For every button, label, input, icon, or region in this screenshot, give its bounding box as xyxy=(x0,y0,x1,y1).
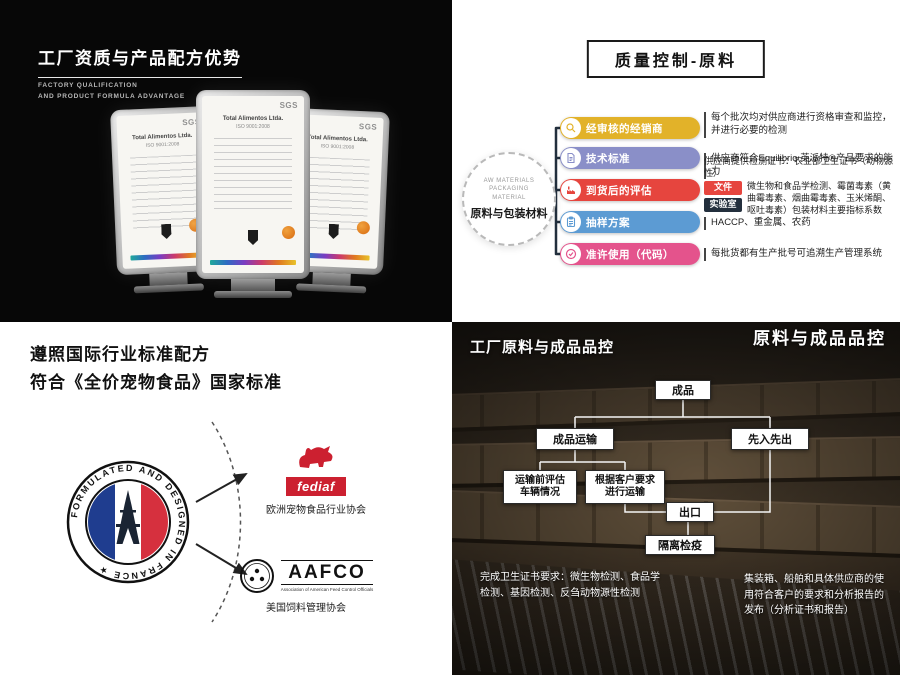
eiffel-tower-icon xyxy=(116,490,140,544)
fediaf-caption: 欧洲宠物食品行业协会 xyxy=(266,505,366,516)
fediaf-dog-icon xyxy=(299,446,333,468)
certificate-stands: SGS Total Alimentos Ltda. ISO 9001:2008 … xyxy=(110,90,392,304)
magnifier-icon xyxy=(561,118,581,138)
certificate-ribbon-icon xyxy=(161,224,172,239)
fediaf-logo: fediaf 欧洲宠物食品行业协会 xyxy=(258,442,374,516)
factory-icon xyxy=(561,180,581,200)
check-badge-icon xyxy=(561,244,581,264)
sgs-logo: SGS xyxy=(358,121,378,132)
note-container-requirements: 集装箱、船舶和具体供应商的使用符合客户的要求和分析报告的发布（分析证书和报告） xyxy=(744,574,884,616)
certificate-ribbon-icon xyxy=(248,230,258,245)
aafco-emblem-icon xyxy=(239,559,274,593)
french-flag xyxy=(88,482,168,562)
pill-sampling-plan: 抽样方案 xyxy=(560,211,700,233)
flow-box-customer-requirements: 根据客户要求 进行运输 xyxy=(585,470,665,504)
aafco-caption: 美国饲料管理协会 xyxy=(266,603,346,614)
item-description: 每个批次均对供应商进行资格审查和监控，并进行必要的检测 xyxy=(704,112,894,138)
panel-title: 工厂原料与成品品控 xyxy=(470,339,615,356)
item-description: 供应商提供检测证书：农业部卫生证书（动物源性） 文件 实验室 微生物和食品学检测… xyxy=(704,156,894,215)
sgs-logo: SGS xyxy=(279,101,298,110)
materials-circle: AW MATERIALS PACKAGING MATERIAL 原料与包装材料 xyxy=(462,152,556,246)
flow-box-export: 出口 xyxy=(666,502,714,522)
aafco-logo: AAFCO Association of American Feed Contr… xyxy=(238,558,374,614)
pill-technical-standard: 技术标准 xyxy=(560,147,700,169)
finished-product-qc-panel: 工厂原料与成品品控 原料与成品品控 成品 成品运输 先入先出 运输前评估 车辆情… xyxy=(452,322,900,675)
france-formulated-badge: FORMULATED AND DESIGNED IN FRANCE ★ xyxy=(66,460,190,584)
pill-release-code: 准许使用（代码） xyxy=(560,243,700,265)
item-description: 每批货都有生产批号可追溯生产管理系统 xyxy=(704,248,894,261)
document-tag: 文件 xyxy=(704,181,742,196)
pill-audited-distributor: 经审核的经销商 xyxy=(560,117,700,139)
flow-box-fifo: 先入先出 xyxy=(731,428,809,450)
document-icon xyxy=(561,148,581,168)
standards-line-2: 符合《全价宠物食品》国家标准 xyxy=(30,373,282,392)
sgs-certificate: SGS Total Alimentos Ltda. ISO 9001:2008 xyxy=(202,96,304,273)
item-description: 供应商符合Equilibrio 英派特®产品要求的能力 xyxy=(704,153,894,179)
factory-qualification-panel: 工厂资质与产品配方优势 FACTORY QUALIFICATION AND PR… xyxy=(0,0,452,322)
certificate-seal-icon xyxy=(282,226,295,239)
flow-box-finished-product: 成品 xyxy=(655,380,711,400)
flow-box-pre-transport-check: 运输前评估 车辆情况 xyxy=(503,470,577,504)
certificate-ribbon-icon xyxy=(328,224,339,239)
panel-subtitle: FACTORY QUALIFICATION AND PRODUCT FORMUL… xyxy=(38,82,186,101)
flowchart-lines xyxy=(539,400,771,535)
standards-panel: 遵照国际行业标准配方 符合《全价宠物食品》国家标准 FORMULATED AND… xyxy=(0,322,452,675)
logo-connector-arrows xyxy=(195,421,248,623)
item-description: HACCP、重金属、农药 xyxy=(704,217,894,230)
certificate-seal-icon xyxy=(356,220,371,235)
laboratory-tag: 实验室 xyxy=(704,198,742,212)
clipboard-icon xyxy=(561,212,581,232)
quality-control-panel: 质量控制-原料 AW MATERIALS PACKAGING MATERIAL … xyxy=(452,0,900,322)
certificate-stand-center: SGS Total Alimentos Ltda. ISO 9001:2008 xyxy=(196,90,310,298)
flow-box-transport: 成品运输 xyxy=(536,428,614,450)
flow-box-quarantine: 隔离检疫 xyxy=(645,535,715,555)
pill-arrival-evaluation: 到货后的评估 xyxy=(560,179,700,201)
note-health-certificate: 完成卫生证书要求：微生物检测、食品学检测、基因检测、反刍动物源性检测 xyxy=(480,572,660,599)
corner-title: 原料与成品品控 xyxy=(753,329,886,348)
section-title: 质量控制-原料 xyxy=(586,40,766,78)
panel-title: 工厂资质与产品配方优势 xyxy=(38,44,242,78)
standards-line-1: 遵照国际行业标准配方 xyxy=(30,345,210,364)
